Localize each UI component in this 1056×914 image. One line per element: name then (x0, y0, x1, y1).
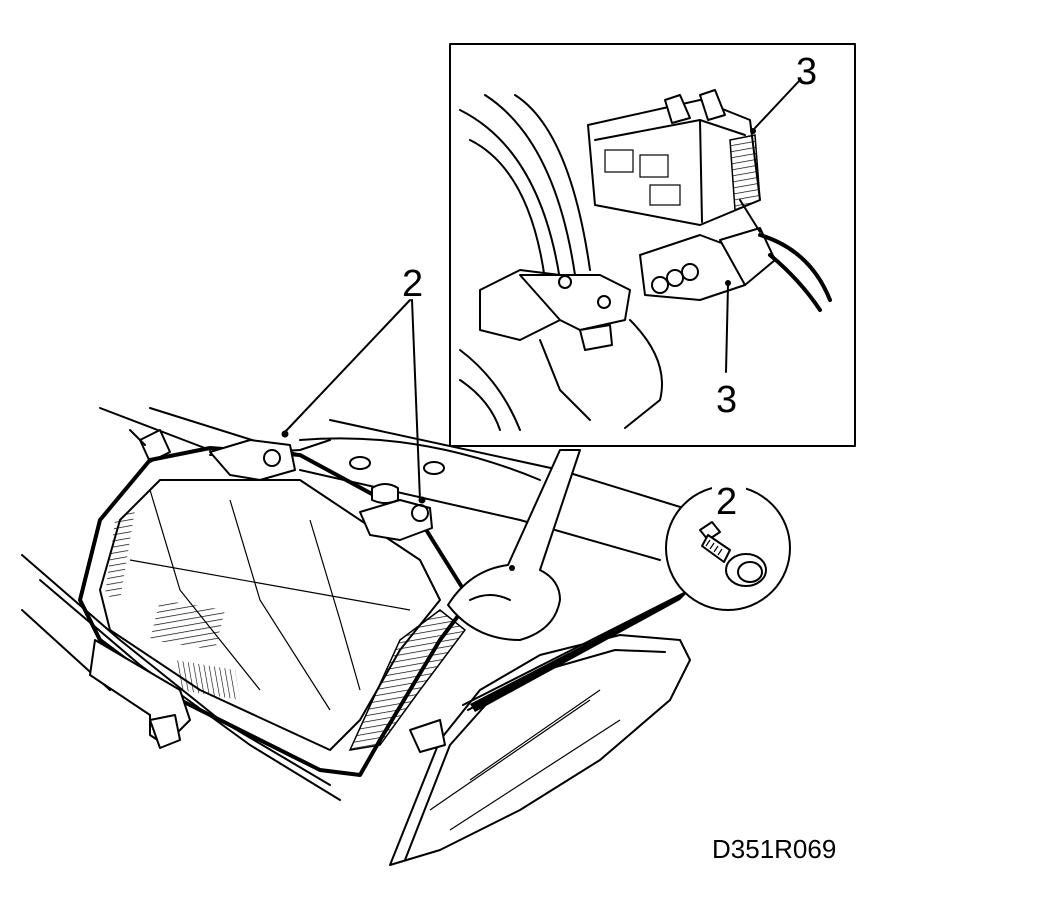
headlamp-unit (78, 439, 472, 777)
bolt-icon (699, 521, 767, 587)
indicator-lamp (389, 634, 691, 866)
bolt-detail-circle (665, 482, 791, 611)
callout-connector-upper: 3 (796, 51, 817, 93)
callout-mount-bolts: 2 (402, 263, 423, 305)
callout-detail-bolt: 2 (716, 481, 737, 523)
leader-lines (281, 299, 691, 712)
figure-code: D351R069 (712, 834, 836, 864)
magnifier-lens (447, 449, 581, 641)
callout-connector-lower: 3 (716, 379, 737, 421)
connector-detail-inset (449, 43, 856, 447)
